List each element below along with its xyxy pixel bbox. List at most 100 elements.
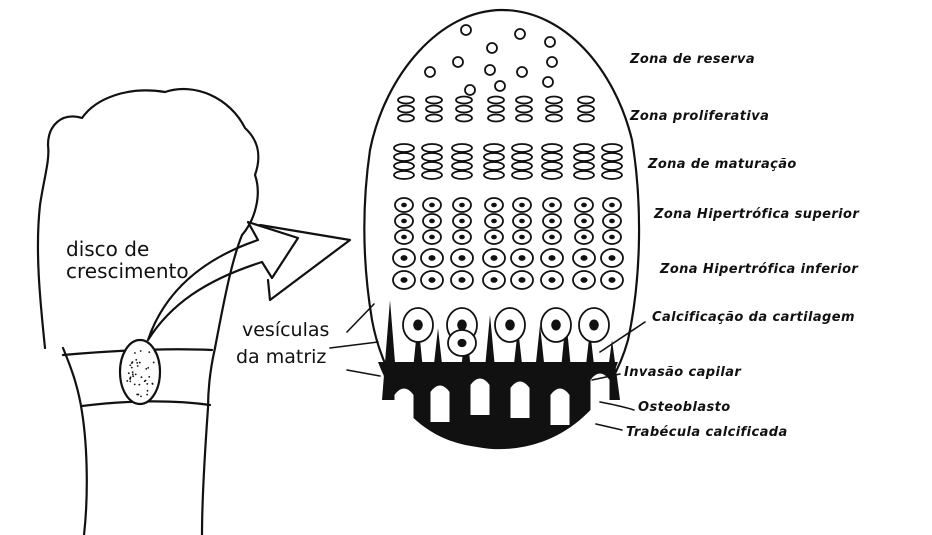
chondrocyte bbox=[484, 144, 504, 152]
chondrocyte bbox=[512, 171, 532, 179]
chondrocyte-nucleus bbox=[581, 235, 587, 239]
chondrocyte-nucleus bbox=[429, 203, 435, 207]
leader-vesiculas-1 bbox=[347, 304, 374, 332]
stipple-dot bbox=[129, 380, 131, 382]
plate-magnified bbox=[364, 10, 639, 448]
chondrocyte bbox=[574, 162, 594, 170]
chondrocyte-nucleus bbox=[459, 203, 465, 207]
stipple-dot bbox=[152, 383, 154, 385]
chondrocyte-nucleus bbox=[457, 320, 467, 331]
stipple-dot bbox=[153, 362, 155, 364]
chondrocyte-nucleus bbox=[400, 277, 407, 283]
stipple-dot bbox=[135, 359, 137, 361]
chondrocyte bbox=[426, 115, 442, 122]
chondrocyte-nucleus bbox=[428, 277, 435, 283]
bone-drawing bbox=[38, 89, 258, 535]
chondrocyte-nucleus bbox=[428, 255, 435, 261]
chondrocyte bbox=[488, 115, 504, 122]
chondrocyte bbox=[394, 162, 414, 170]
chondrocyte-nucleus bbox=[491, 203, 497, 207]
chondrocyte-nucleus bbox=[400, 255, 407, 261]
chondrocyte bbox=[495, 81, 505, 91]
label-trabecula: Trabécula calcificada bbox=[626, 425, 788, 441]
stipple-dot bbox=[145, 368, 147, 370]
label-zona-reserva: Zona de reserva bbox=[630, 52, 755, 68]
label-hipertrofica-superior: Zona Hipertrófica superior bbox=[654, 207, 859, 223]
chondrocyte bbox=[512, 162, 532, 170]
label-matriz: da matriz bbox=[236, 346, 326, 368]
chondrocyte-nucleus bbox=[519, 235, 525, 239]
chondrocyte-nucleus bbox=[581, 219, 587, 223]
chondrocyte bbox=[452, 153, 472, 161]
chondrocyte bbox=[602, 144, 622, 152]
capillary-arch bbox=[395, 389, 413, 425]
chondrocyte bbox=[542, 153, 562, 161]
chondrocyte bbox=[398, 115, 414, 122]
stipple-dot bbox=[132, 375, 134, 377]
stipple-dot bbox=[140, 350, 142, 352]
stipple-dot bbox=[148, 351, 150, 353]
bone-shaft-left bbox=[63, 348, 87, 535]
chondrocyte bbox=[452, 171, 472, 179]
chondrocyte bbox=[452, 162, 472, 170]
chondrocyte bbox=[422, 171, 442, 179]
leader-trabecula bbox=[596, 424, 622, 430]
stipple-dot bbox=[137, 394, 139, 396]
chondrocyte-nucleus bbox=[549, 235, 555, 239]
chondrocyte-nucleus bbox=[549, 219, 555, 223]
chondrocyte-nucleus bbox=[401, 203, 407, 207]
chondrocyte bbox=[465, 85, 475, 95]
chondrocyte-nucleus bbox=[459, 219, 465, 223]
leader-vesiculas-3 bbox=[347, 370, 380, 376]
chondrocyte bbox=[515, 29, 525, 39]
chondrocyte-nucleus bbox=[490, 255, 497, 261]
chondrocyte-nucleus bbox=[505, 320, 515, 331]
chondrocyte-nucleus bbox=[413, 320, 423, 331]
chondrocyte-nucleus bbox=[609, 203, 615, 207]
stipple-dot bbox=[137, 365, 139, 367]
chondrocyte bbox=[456, 97, 472, 104]
chondrocyte bbox=[425, 67, 435, 77]
chondrocyte bbox=[578, 106, 594, 113]
label-zona-proliferativa: Zona proliferativa bbox=[630, 109, 769, 125]
stipple-dot bbox=[148, 376, 150, 378]
chondrocyte bbox=[574, 153, 594, 161]
chondrocyte bbox=[426, 106, 442, 113]
chondrocyte bbox=[484, 153, 504, 161]
label-disco: disco de bbox=[66, 238, 149, 260]
capillary-arch bbox=[511, 382, 529, 418]
label-crescimento: crescimento bbox=[66, 260, 189, 282]
stipple-dot bbox=[134, 383, 136, 385]
chondrocyte bbox=[394, 153, 414, 161]
chondrocyte bbox=[542, 144, 562, 152]
chondrocyte-nucleus bbox=[589, 320, 599, 331]
stipple-dot bbox=[146, 383, 148, 385]
chondrocyte-nucleus bbox=[608, 255, 615, 261]
leader-vesiculas-2 bbox=[330, 342, 378, 348]
chondrocyte-nucleus bbox=[490, 277, 497, 283]
chondrocyte-nucleus bbox=[429, 235, 435, 239]
chondrocyte bbox=[398, 97, 414, 104]
chondrocyte bbox=[578, 115, 594, 122]
chondrocyte-nucleus bbox=[401, 219, 407, 223]
chondrocyte-nucleus bbox=[458, 277, 465, 283]
chondrocyte bbox=[512, 144, 532, 152]
label-zona-maturacao: Zona de maturação bbox=[648, 157, 797, 173]
label-invasao: Invasão capilar bbox=[624, 365, 741, 381]
stipple-dot bbox=[140, 395, 142, 397]
chondrocyte bbox=[422, 162, 442, 170]
chondrocyte bbox=[456, 106, 472, 113]
stipple-dot bbox=[130, 376, 132, 378]
label-calcificacao: Calcificação da cartilagem bbox=[652, 310, 855, 326]
chondrocyte bbox=[574, 144, 594, 152]
capillary-arch bbox=[431, 386, 449, 422]
stipple-dot bbox=[144, 380, 146, 382]
disc-highlight bbox=[120, 340, 160, 404]
chondrocyte bbox=[602, 171, 622, 179]
stipple-dot bbox=[132, 371, 134, 373]
chondrocyte bbox=[517, 67, 527, 77]
chondrocyte-nucleus bbox=[609, 219, 615, 223]
stipple-dot bbox=[138, 384, 140, 386]
stipple-dot bbox=[141, 376, 143, 378]
chondrocyte-nucleus bbox=[580, 255, 587, 261]
